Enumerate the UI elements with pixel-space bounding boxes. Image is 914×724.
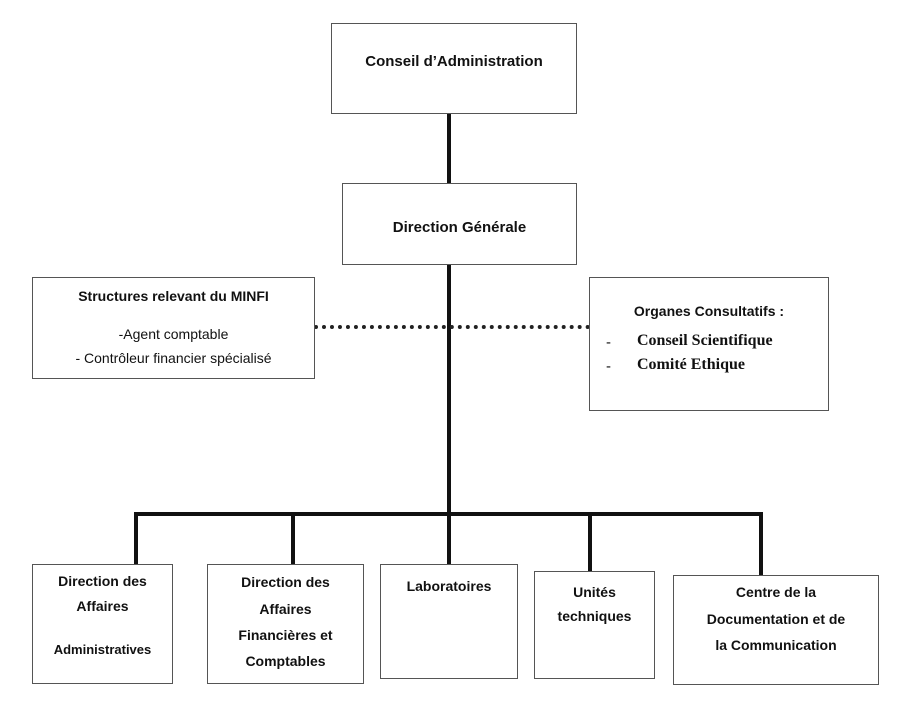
connector-bus-to-dafc [291, 512, 295, 565]
consultative-bullet-1: - [606, 334, 611, 351]
minfi-title: Structures relevant du MINFI [78, 288, 269, 304]
consultative-item-comite-ethique: Comité Ethique [637, 356, 745, 373]
consultative-item-conseil-scientifique: Conseil Scientifique [637, 332, 773, 349]
dafc-label-line-3: Financières et [238, 627, 333, 643]
consultative-title: Organes Consultatifs : [633, 303, 785, 319]
connector-bus-to-labs [447, 512, 451, 565]
connector-board-to-dg [447, 114, 451, 184]
dept-documentation-communication-box: Centre de la Documentation et de la Comm… [673, 575, 879, 685]
cdc-label-line-2: Documentation et de [706, 611, 846, 627]
dafc-label-line-4: Comptables [245, 653, 326, 669]
units-label-line-2: techniques [557, 608, 632, 624]
dept-unites-techniques-box: Unités techniques [534, 571, 655, 679]
board-box: Conseil d’Administration [331, 23, 577, 114]
labs-label: Laboratoires [406, 578, 492, 594]
units-label-line-1: Unités [573, 584, 616, 600]
connector-bus-to-cdc [759, 512, 763, 575]
consultative-bodies-box: Organes Consultatifs : - Conseil Scienti… [589, 277, 829, 411]
general-direction-box: Direction Générale [342, 183, 577, 265]
dotted-connector-advisory [314, 325, 590, 329]
minfi-structures-box: Structures relevant du MINFI -Agent comp… [32, 277, 315, 379]
cdc-label-line-1: Centre de la [735, 584, 817, 600]
dept-affaires-financieres-box: Direction des Affaires Financières et Co… [207, 564, 364, 684]
dafc-label-line-1: Direction des [241, 574, 330, 590]
daa-label-line-1: Direction des [58, 573, 147, 589]
dafc-label-line-2: Affaires [259, 601, 312, 617]
daa-label-line-3: Administratives [53, 642, 152, 657]
connector-bus-to-units [588, 512, 592, 572]
connector-dg-to-bus [447, 265, 451, 515]
dept-laboratoires-box: Laboratoires [380, 564, 518, 679]
connector-bus-to-daa [134, 512, 138, 565]
general-direction-label: Direction Générale [392, 219, 527, 236]
consultative-bullet-2: - [606, 358, 611, 375]
cdc-label-line-3: la Communication [715, 637, 837, 653]
minfi-item-agent-comptable: -Agent comptable [118, 326, 229, 342]
daa-label-line-2: Affaires [76, 598, 129, 614]
dept-affaires-administratives-box: Direction des Affaires Administratives [32, 564, 173, 684]
minfi-item-controleur: - Contrôleur financier spécialisé [75, 350, 272, 366]
board-label: Conseil d’Administration [365, 53, 543, 70]
